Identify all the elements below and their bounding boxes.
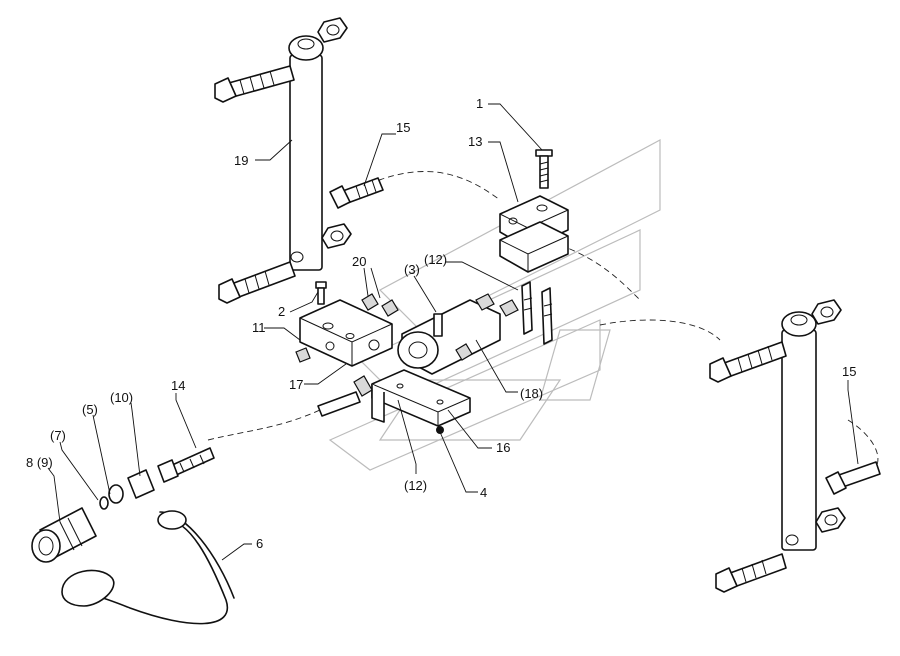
leader-lines bbox=[47, 103, 859, 561]
hydraulic-valve-18 bbox=[397, 281, 553, 375]
callout-1: 1 bbox=[476, 96, 483, 111]
callout-12-upper: (12) bbox=[424, 252, 447, 267]
callout-16: 16 bbox=[496, 440, 510, 455]
cylinder-19-left bbox=[214, 17, 352, 304]
dust-cap-6 bbox=[61, 510, 235, 625]
bracket-16 bbox=[317, 369, 471, 434]
callout-15-upper: 15 bbox=[396, 120, 410, 135]
callout-10: (10) bbox=[110, 390, 133, 405]
callout-11: 11 bbox=[252, 320, 266, 335]
callout-7: (7) bbox=[50, 428, 66, 443]
callout-labels: 1 13 15 19 20 (3) (12) 2 11 17 14 (10) (… bbox=[26, 96, 856, 551]
callout-12-lower: (12) bbox=[404, 478, 427, 493]
callout-19: 19 bbox=[234, 153, 248, 168]
callout-13: 13 bbox=[468, 134, 482, 149]
clamp-block-13 bbox=[499, 149, 569, 273]
bolt-15-upper bbox=[329, 177, 384, 209]
callout-8-9: 8 (9) bbox=[26, 455, 53, 470]
callout-18: (18) bbox=[520, 386, 543, 401]
callout-2: 2 bbox=[278, 304, 285, 319]
callout-17: 17 bbox=[289, 377, 303, 392]
callout-4: 4 bbox=[480, 485, 487, 500]
callout-5: (5) bbox=[82, 402, 98, 417]
callout-14: 14 bbox=[171, 378, 185, 393]
quick-coupling-assembly bbox=[31, 447, 215, 563]
cylinder-right bbox=[709, 299, 881, 593]
callout-3: (3) bbox=[404, 262, 420, 277]
callout-6: 6 bbox=[256, 536, 263, 551]
callout-15-right: 15 bbox=[842, 364, 856, 379]
valve-block-11 bbox=[295, 281, 399, 367]
callout-20: 20 bbox=[352, 254, 366, 269]
